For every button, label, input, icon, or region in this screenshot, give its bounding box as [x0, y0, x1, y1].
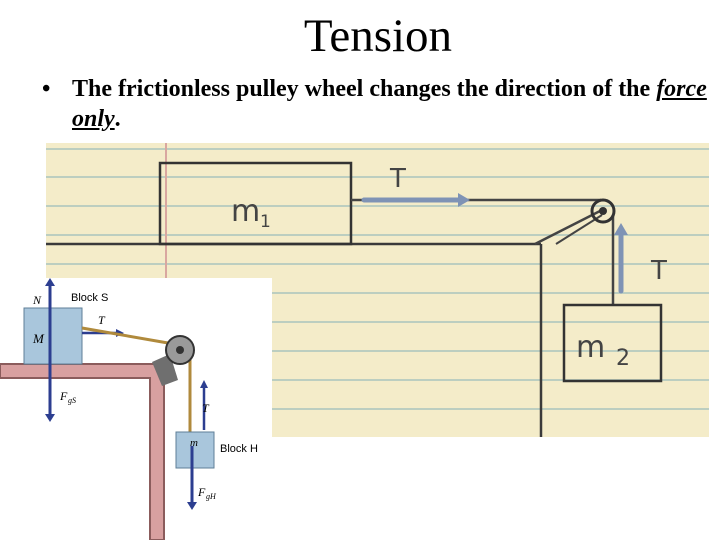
textbook-figure: M Block S N F gS T T m Block H F gH — [0, 278, 272, 540]
block-s-label: Block S — [71, 292, 108, 304]
rope-top — [81, 326, 169, 345]
block-m1-label: m — [231, 194, 260, 229]
tension-h-arrowhead — [200, 380, 208, 388]
block-s-mass: M — [32, 331, 45, 346]
tension-arrowhead-horizontal — [458, 193, 470, 207]
bullet-point: • The frictionless pulley wheel changes … — [42, 74, 710, 134]
bullet-text-end: . — [114, 106, 121, 132]
weight-s-label: F — [59, 389, 68, 403]
tension-h-label: T — [202, 401, 210, 415]
block-m2-subscript: 2 — [616, 346, 630, 371]
block-h — [175, 431, 215, 469]
pulley-icon — [534, 198, 616, 246]
normal-force-arrowhead — [45, 278, 55, 286]
tension-label-horizontal: T — [389, 164, 406, 194]
block-h-mass: m — [190, 437, 198, 449]
block-h-label: Block H — [220, 443, 258, 455]
block-m1 — [158, 161, 353, 246]
weight-s-subscript: gS — [68, 396, 76, 405]
tension-label-vertical: T — [650, 256, 667, 286]
bullet-emphasis: force only — [72, 76, 707, 132]
tension-s-label: T — [98, 313, 106, 327]
weight-h-subscript: gH — [206, 492, 217, 501]
weight-s-arrowhead — [45, 414, 55, 422]
bullet-text: The frictionless pulley wheel changes th… — [46, 74, 710, 134]
weight-h-arrowhead — [187, 502, 197, 510]
block-m2-label: m — [576, 330, 605, 365]
slide-title: Tension — [303, 10, 453, 62]
weight-h-label: F — [197, 485, 206, 499]
bullet-text-main: The frictionless pulley wheel changes th… — [72, 76, 657, 102]
block-m1-subscript: 1 — [260, 212, 271, 232]
normal-force-label: N — [32, 293, 42, 307]
block-m2 — [562, 303, 663, 383]
bullet-marker: • — [42, 76, 51, 102]
tension-arrowhead-vertical — [614, 223, 628, 235]
pulley-icon — [152, 335, 195, 386]
block-s — [23, 307, 83, 365]
